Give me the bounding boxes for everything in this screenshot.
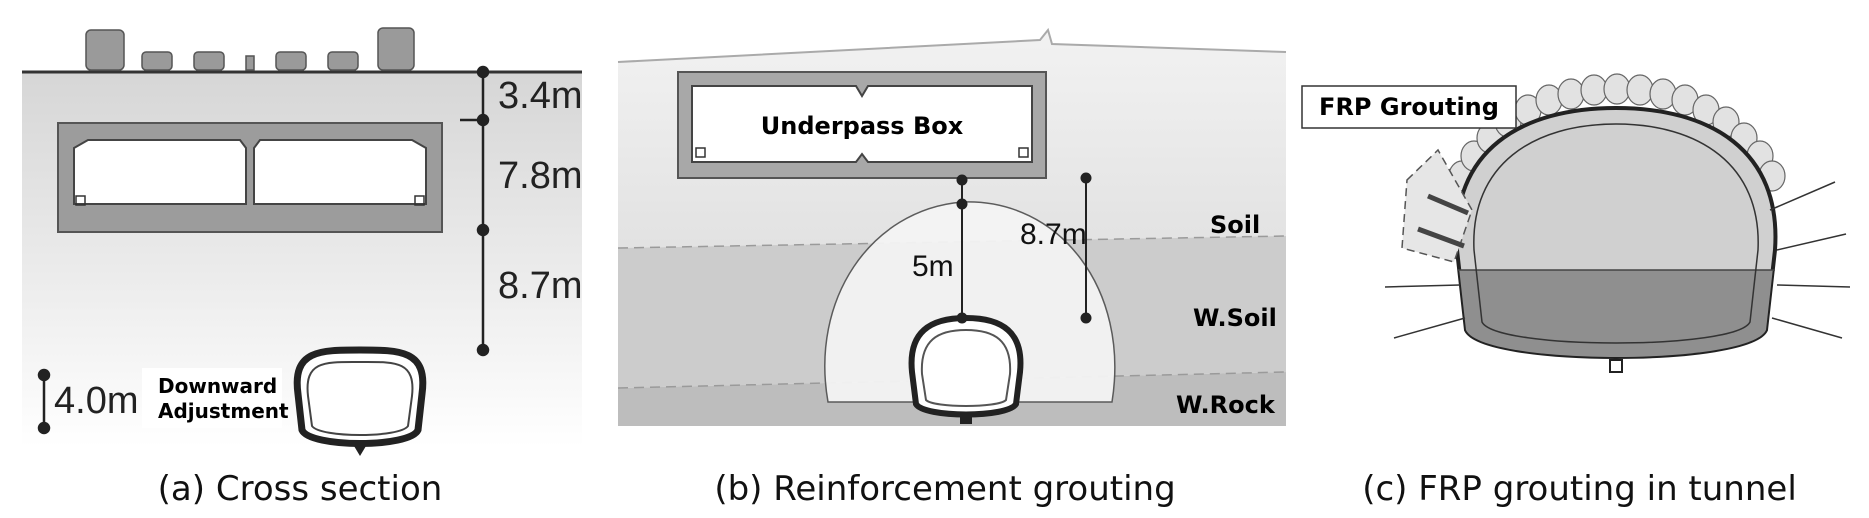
dim-3-4m: 3.4m — [498, 75, 582, 117]
dimension-lines-b — [956, 172, 1092, 324]
panel-b-reinforcement-grouting: Underpass Box 5m 8.7m Soil W.Soil W.Rock… — [600, 0, 1290, 518]
car-icon — [141, 51, 173, 71]
underpass-box-b — [677, 71, 1047, 179]
frp-callout-label: FRP Grouting — [1319, 93, 1499, 121]
car-icon — [327, 51, 359, 71]
downward-label-box — [142, 368, 282, 428]
dim-4-0m-marker — [37, 368, 51, 435]
vehicles-on-road — [85, 27, 415, 71]
tunnel-section-b — [908, 314, 1024, 424]
caption-a: (a) Cross section — [157, 469, 443, 509]
downward-label-line1: Downward — [158, 374, 277, 398]
dim-8-7m-b: 8.7m — [1020, 218, 1087, 251]
panel-a-cross-section: 3.4m 7.8m 8.7m 4.0m Downward Adjustment … — [0, 0, 600, 518]
dim-5m: 5m — [912, 250, 954, 283]
person-icon — [245, 55, 255, 71]
truck-icon — [85, 29, 125, 71]
tunnel-body-c — [1454, 105, 1778, 373]
car-icon — [193, 51, 225, 71]
underpass-box-label: Underpass Box — [761, 112, 964, 140]
downward-label-line2: Adjustment — [158, 399, 289, 423]
layer-label-soil: Soil — [1210, 211, 1260, 239]
car-icon — [275, 51, 307, 71]
layer-label-wsoil: W.Soil — [1193, 304, 1277, 332]
vertical-dimension-line — [460, 65, 490, 357]
dim-8-7m: 8.7m — [498, 265, 582, 307]
cross-section-figure: 3.4m 7.8m 8.7m 4.0m Downward Adjustment — [22, 27, 582, 456]
dim-7-8m: 7.8m — [498, 155, 582, 197]
caption-c: (c) FRP grouting in tunnel — [1362, 469, 1797, 509]
dim-4-0m: 4.0m — [54, 380, 138, 422]
frp-callout-box — [1301, 85, 1517, 129]
tunnel-section — [293, 346, 427, 456]
bus-icon — [377, 27, 415, 71]
frp-grouting-figure: FRP Grouting — [1301, 73, 1851, 373]
rock-bolts — [1384, 181, 1851, 339]
layer-label-wrock: W.Rock — [1176, 391, 1276, 419]
frp-grouting-zone — [1401, 148, 1473, 263]
underpass-box — [57, 122, 443, 233]
frp-pipes — [1417, 193, 1469, 249]
panel-c-frp-grouting: FRP Grouting (c) FRP grouting in tunnel — [1290, 0, 1869, 518]
caption-b: (b) Reinforcement grouting — [714, 469, 1176, 509]
reinforcement-grouting-figure: Underpass Box 5m 8.7m Soil W.Soil W.Rock — [617, 27, 1287, 426]
